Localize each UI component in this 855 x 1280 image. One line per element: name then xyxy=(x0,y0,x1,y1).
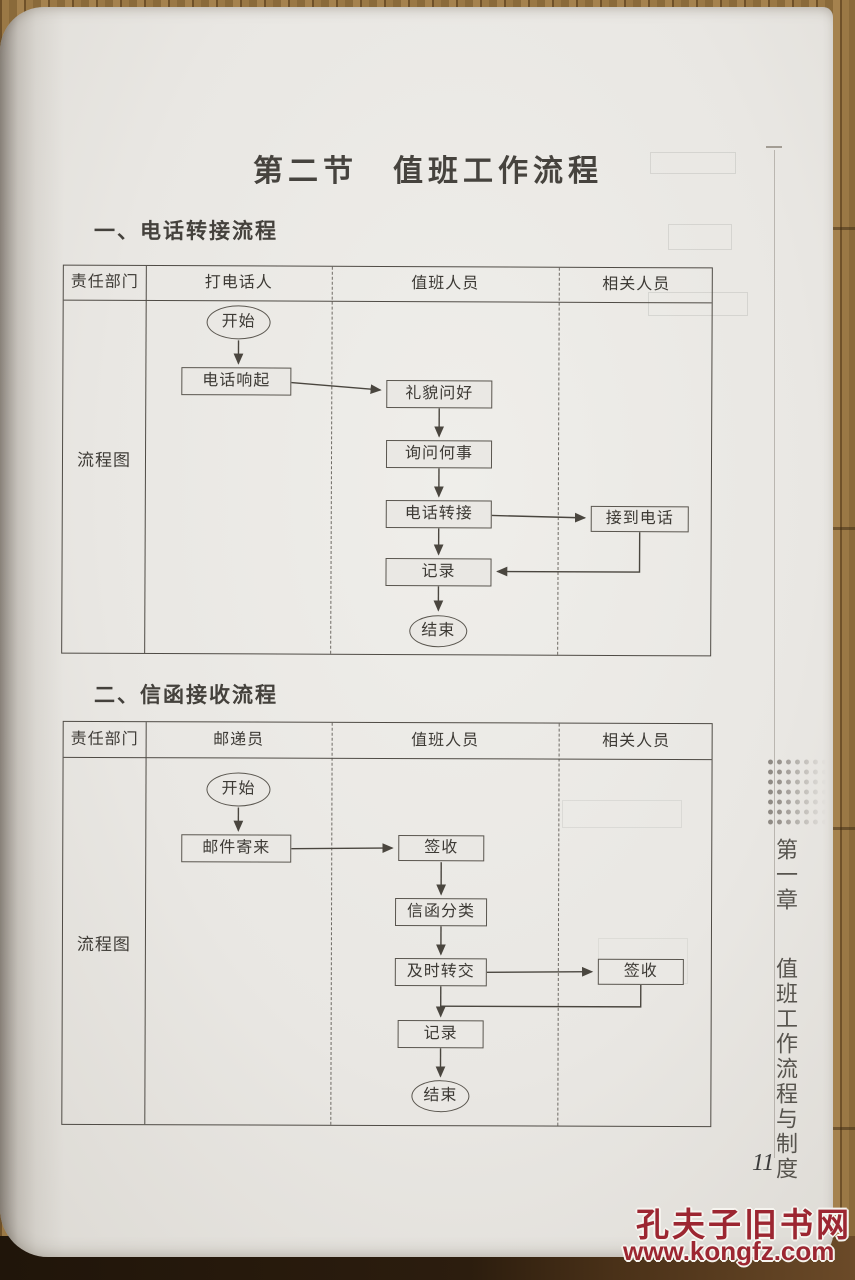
flow-node-phone-rings: 电话响起 xyxy=(181,367,292,396)
flow-node-end: 结束 xyxy=(409,615,468,648)
bleed-through-ghost xyxy=(650,152,736,174)
page-number: 11 xyxy=(752,1150,775,1176)
flow-node-sign-for-2: 签收 xyxy=(597,958,684,986)
phone-flow-table: 责任部门 打电话人 值班人员 相关人员 流程图 开始 电话响起 xyxy=(61,264,713,657)
kongfz-watermark-url: www.kongfz.com xyxy=(623,1236,835,1266)
chapter-side-tab: 第一章 值班工作流程与制度 xyxy=(769,838,801,1182)
flow-node-transfer: 电话转接 xyxy=(385,499,492,529)
heading-phone-transfer-flow: 一、电话转接流程 xyxy=(94,220,278,243)
bleed-through-ghost xyxy=(668,224,732,250)
bleed-through-ghost xyxy=(562,800,682,828)
page-crease-line xyxy=(774,150,775,1158)
flow-node-ask: 询问何事 xyxy=(385,439,493,469)
mail-flow-table: 责任部门 邮递员 值班人员 相关人员 流程图 开始 邮件寄来 xyxy=(61,720,713,1128)
flow-node-greet: 礼貌问好 xyxy=(386,379,493,409)
section-title: 第二节 值班工作流程 xyxy=(253,155,603,188)
flow-node-receive-call: 接到电话 xyxy=(590,505,689,533)
flow-node-record: 记录 xyxy=(397,1020,484,1049)
flow-arrows xyxy=(233,340,641,612)
flow-node-start: 开始 xyxy=(206,772,271,807)
flow-node-sort-mail: 信函分类 xyxy=(394,898,488,927)
flow-node-forward: 及时转交 xyxy=(394,958,487,987)
flow-node-record: 记录 xyxy=(385,557,492,587)
flow-node-mail-arrives: 邮件寄来 xyxy=(181,834,292,863)
flow-node-start: 开始 xyxy=(206,305,271,340)
halftone-dots-ornament xyxy=(766,757,826,829)
bleed-through-ghost xyxy=(648,292,748,316)
page-crease-mark xyxy=(766,146,782,148)
flow-arrows xyxy=(233,807,642,1078)
flow-node-end: 结束 xyxy=(411,1080,470,1113)
heading-mail-receive-flow: 二、信函接收流程 xyxy=(94,684,278,707)
chapter-number: 第一章 xyxy=(773,838,798,913)
chapter-title: 值班工作流程与制度 xyxy=(773,957,798,1182)
flow-node-sign-for: 签收 xyxy=(398,835,485,862)
kongfz-watermark-name: 孔夫子旧书网 xyxy=(636,1206,852,1243)
